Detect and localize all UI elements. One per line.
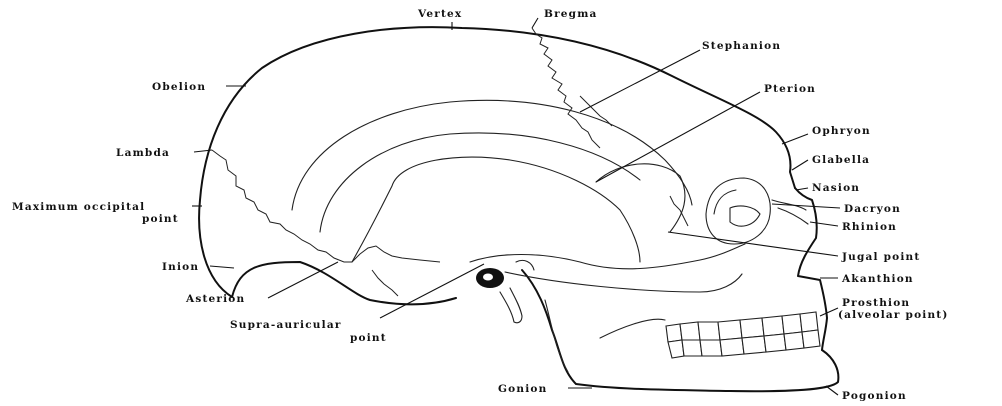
label-nasion: Nasion (812, 182, 860, 194)
leader-pogonion (826, 386, 838, 395)
leader-pterion (596, 92, 760, 182)
leader-prosthion (820, 308, 838, 316)
leader-asterion (268, 262, 338, 298)
label-glabella: Glabella (812, 154, 870, 166)
zygomatic-lower (505, 272, 742, 292)
occipitomastoid-suture (372, 270, 398, 296)
squamosal-suture (352, 246, 440, 262)
label-asterion: Asterion (185, 293, 245, 305)
label-inion: Inion (162, 261, 199, 273)
label-bregma: Bregma (544, 8, 598, 20)
zygomatic-arch (470, 244, 745, 269)
ear-opening-inner (483, 274, 493, 281)
label-maximum-occipital: Maximum occipital (12, 201, 145, 213)
lambdoid-suture (212, 150, 352, 262)
label-ophryon: Ophryon (812, 125, 871, 137)
label-jugal-point: Jugal point (841, 251, 920, 263)
leader-supra-auricular (380, 264, 484, 318)
label-gonion: Gonion (498, 383, 547, 395)
frontozygomatic-suture (670, 196, 688, 226)
sphenoparietal-suture (580, 96, 612, 126)
leader-dacryon (772, 204, 840, 208)
nasal-region (772, 200, 808, 224)
leader-glabella (792, 160, 808, 170)
label-supra-auricular-point: point (350, 332, 387, 344)
occipital-lower-outline (232, 262, 456, 304)
label-obelion: Obelion (152, 81, 206, 93)
label-pogonion: Pogonion (842, 390, 907, 402)
leader-bregma (532, 18, 538, 28)
mastoid-process (500, 288, 522, 323)
orbit-outline (706, 178, 770, 244)
squamous-outline (352, 157, 640, 262)
label-maximum-occipital-point: point (142, 213, 179, 225)
leader-ophryon (782, 134, 808, 144)
label-stephanion: Stephanion (702, 40, 781, 52)
label-alveolar-point: (alveolar point) (838, 309, 949, 321)
label-vertex: Vertex (417, 8, 462, 20)
label-pterion: Pterion (764, 83, 816, 95)
leader-inion (210, 266, 234, 268)
label-prosthion: Prosthion (842, 297, 910, 309)
temporal-line-inner (320, 133, 640, 232)
temporal-line-outer (292, 100, 692, 210)
orbit-shadow (714, 190, 760, 226)
leader-nasion (796, 188, 808, 190)
label-akanthion: Akanthion (841, 273, 914, 285)
label-rhinion: Rhinion (842, 221, 897, 233)
cranium-outline (199, 27, 795, 297)
label-supra-auricular: Supra-auricular (230, 319, 342, 331)
condyle (516, 260, 534, 270)
leader-rhinion (810, 222, 838, 226)
label-dacryon: Dacryon (844, 203, 901, 215)
skull-drawing (199, 27, 838, 391)
mandible-inner (545, 300, 665, 372)
label-lambda: Lambda (116, 147, 170, 159)
